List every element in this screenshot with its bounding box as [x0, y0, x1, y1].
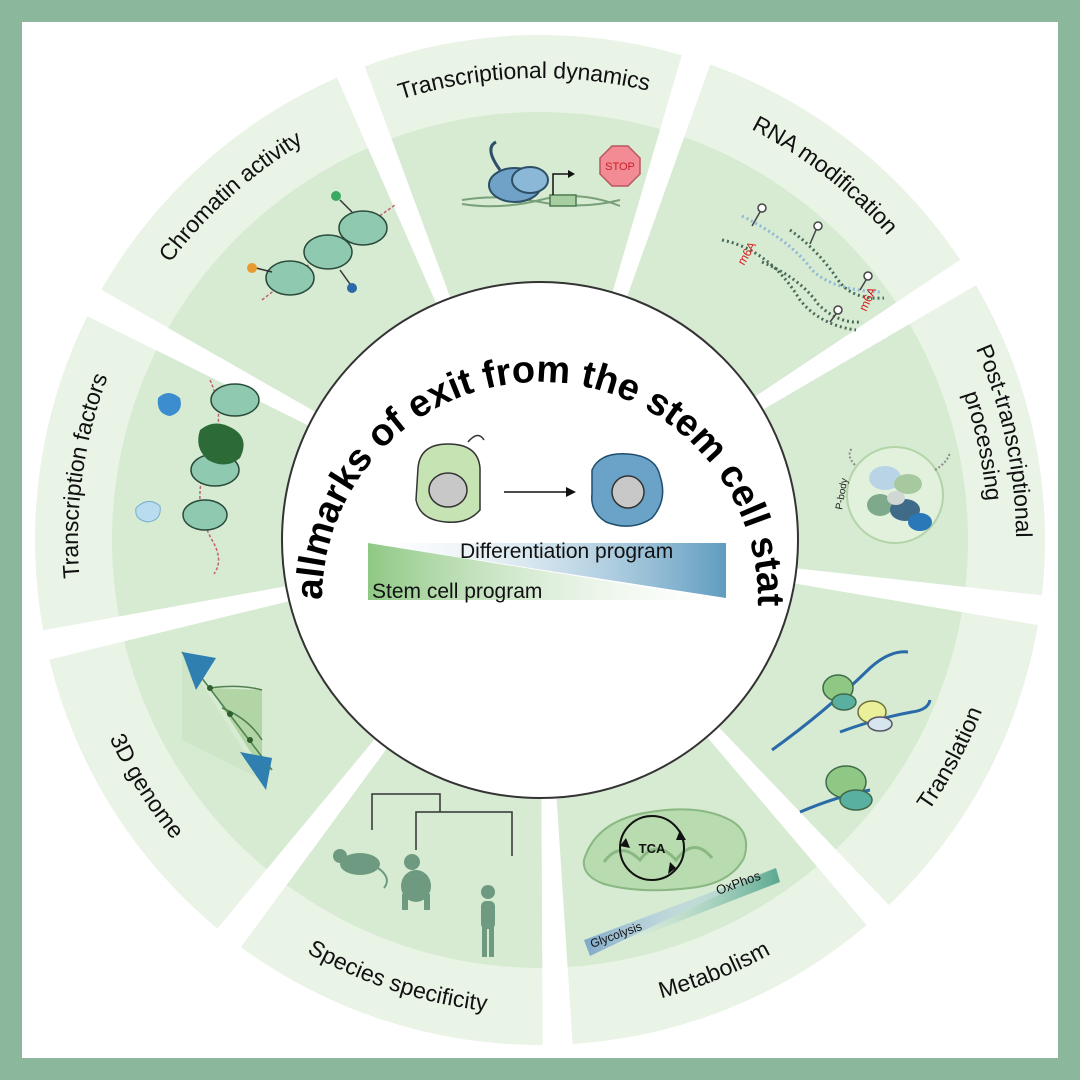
mouse-icon	[333, 849, 388, 889]
differentiation-gradient	[368, 543, 726, 598]
human-icon	[481, 885, 495, 957]
nucleosome-icon	[247, 191, 396, 301]
cell-transition-diagram	[415, 434, 664, 527]
segment-inner-band	[391, 111, 661, 325]
center-circle	[281, 281, 799, 799]
differentiated-cell-icon	[591, 453, 664, 527]
differentiation-label: Differentiation program	[460, 540, 673, 563]
ribosome-icon	[771, 650, 932, 814]
stem-cell-icon	[415, 434, 485, 523]
rna-polymerase-icon: STOP	[461, 140, 641, 208]
stop-label: STOP	[605, 161, 635, 173]
species-tree-icon	[333, 793, 513, 957]
p-body-icon: P-body	[834, 446, 951, 544]
transcription-factor-icon	[135, 379, 260, 575]
arrow-icon	[504, 487, 576, 497]
chimpanzee-icon	[401, 854, 431, 910]
tad-triangle-icon	[181, 651, 273, 790]
stem-gradient	[368, 543, 726, 600]
tca-label: TCA	[639, 841, 666, 856]
p-body-label: P-body	[834, 477, 850, 510]
stem-label: Stem cell program	[372, 580, 542, 603]
